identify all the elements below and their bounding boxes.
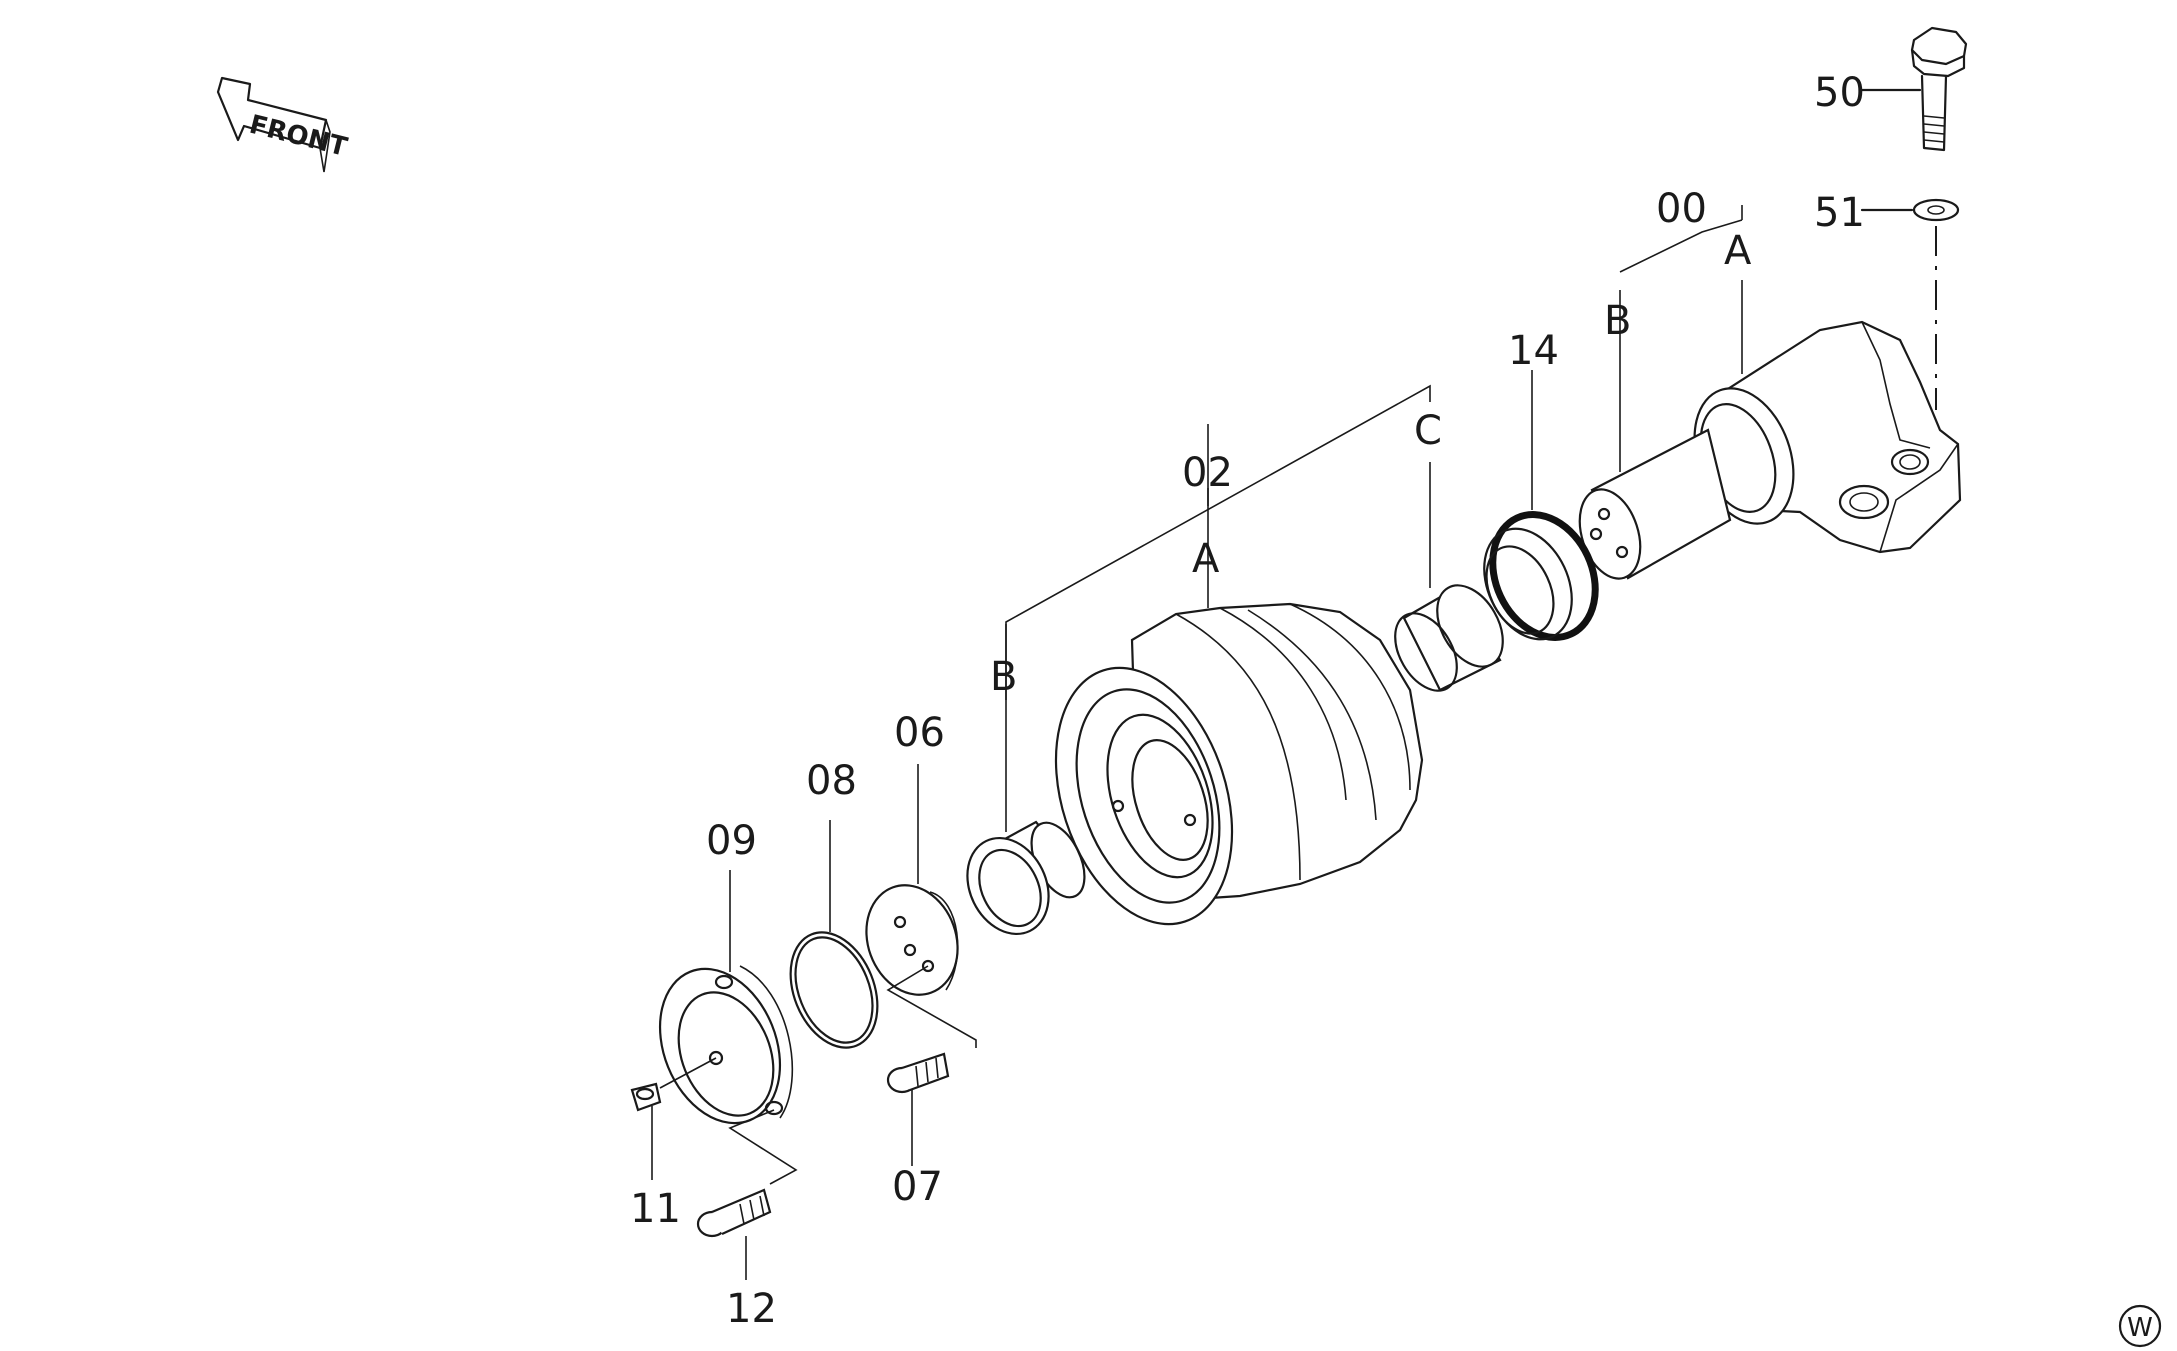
- bolt-part-50: [1860, 26, 1968, 152]
- callout-11: 11: [630, 1186, 681, 1232]
- callout-12: 12: [726, 1286, 777, 1332]
- callout-labels: 50 51 00 A B 14 02 C A B 06 08 09 07 11 …: [630, 70, 1865, 1332]
- callout-00-b: B: [1604, 298, 1631, 344]
- callout-06: 06: [894, 710, 945, 756]
- callout-02-a: A: [1192, 536, 1220, 582]
- watermark-badge: W: [2118, 1304, 2162, 1348]
- callout-51: 51: [1814, 190, 1865, 236]
- plate-part-06: [865, 764, 977, 1048]
- callout-09: 09: [706, 818, 757, 864]
- plug-part-11: [630, 1082, 662, 1180]
- callout-02: 02: [1182, 450, 1233, 496]
- callout-07: 07: [892, 1164, 943, 1210]
- callout-50: 50: [1814, 70, 1865, 116]
- washer-part-51: [1860, 198, 1960, 410]
- screw-part-07: [886, 1052, 950, 1166]
- oring-part-08: [789, 820, 879, 1049]
- bushing-part-02b: [966, 820, 1086, 936]
- collar-part-02c: [1394, 462, 1504, 692]
- front-arrow: FRONT: [216, 76, 350, 173]
- roller-part-02a: [1054, 424, 1424, 926]
- callout-02-b: B: [990, 654, 1017, 700]
- cover-part-09: [658, 870, 798, 1185]
- shaft-bracket-part-00: [1578, 205, 1962, 580]
- callout-14: 14: [1508, 328, 1559, 374]
- callout-00: 00: [1656, 186, 1707, 232]
- part-02-leader-lines: [1005, 384, 1431, 832]
- callout-00-a: A: [1724, 228, 1752, 274]
- callout-02-c: C: [1414, 408, 1442, 454]
- watermark-label: W: [2127, 1313, 2153, 1343]
- callout-08: 08: [806, 758, 857, 804]
- bolt-part-12: [696, 1188, 772, 1280]
- front-arrow-label: FRONT: [246, 110, 350, 163]
- seal-part-14: [1483, 370, 1599, 641]
